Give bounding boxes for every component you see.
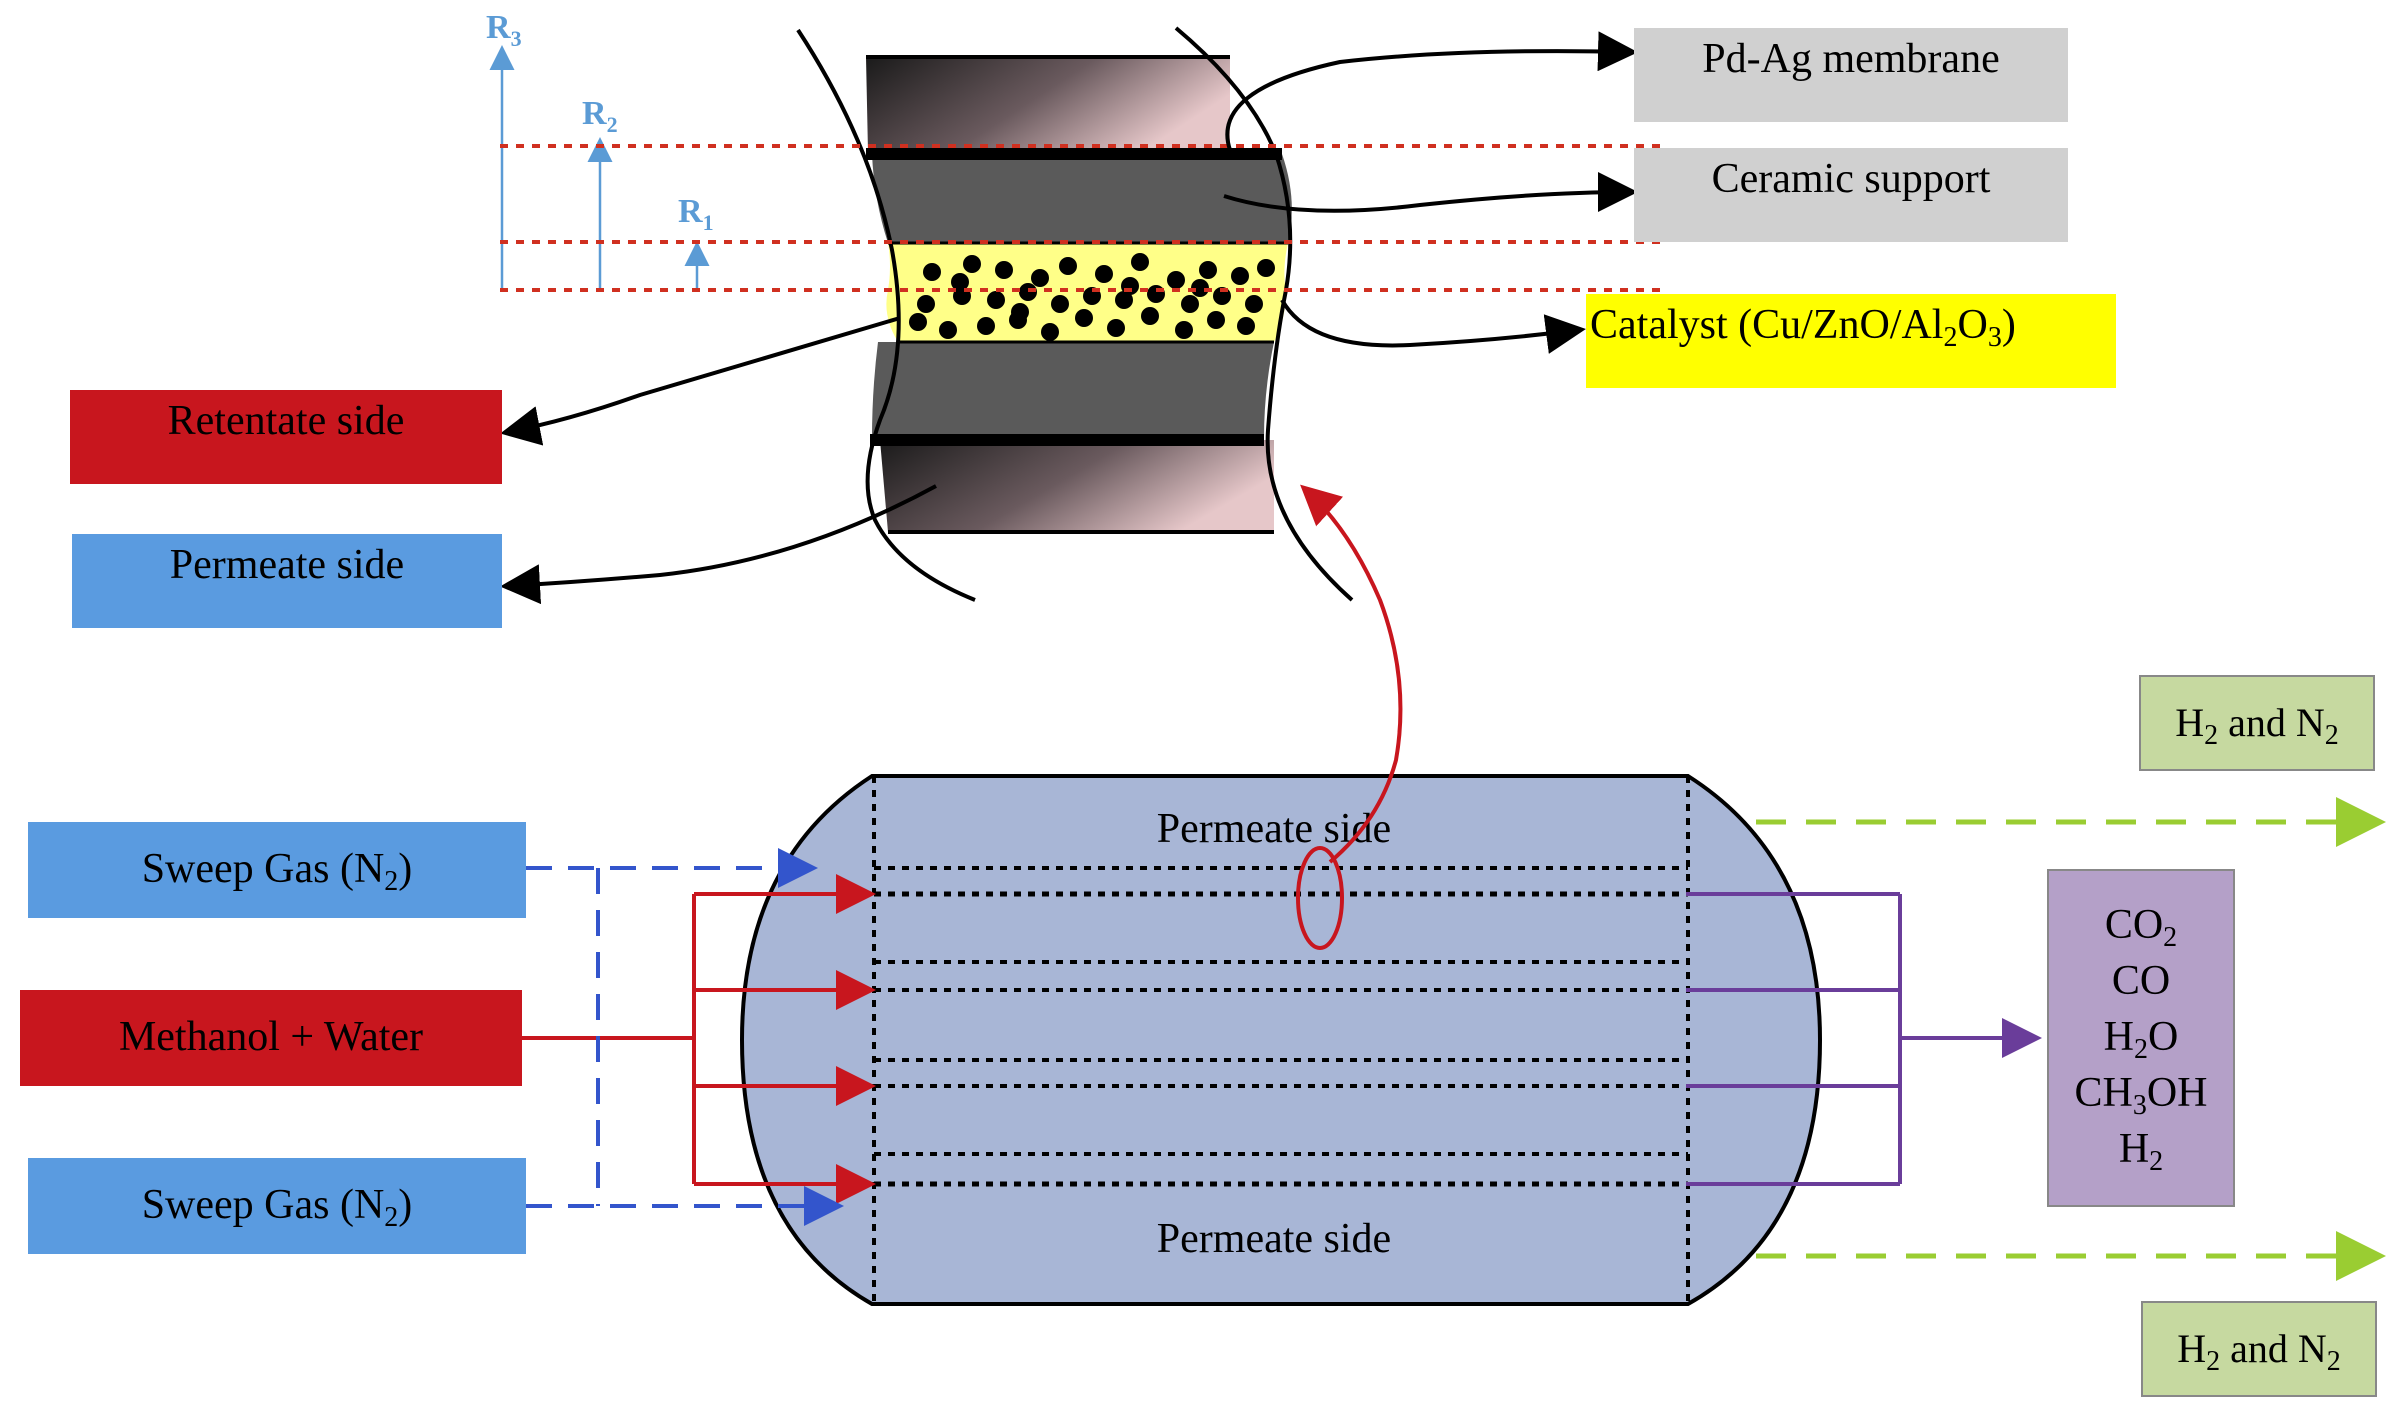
catalyst-tubes: [874, 866, 1688, 1187]
callout-arrows: [500, 31, 1638, 605]
catalyst-particle: [923, 263, 941, 281]
methanol-water-box: Methanol + Water: [20, 990, 522, 1086]
svg-text:Methanol + Water: Methanol + Water: [119, 1014, 423, 1060]
catalyst-particle: [1191, 279, 1209, 297]
radius-label-r2: R2: [582, 95, 618, 137]
catalyst-particle: [1167, 271, 1185, 289]
catalyst-particle: [1041, 323, 1059, 341]
catalyst-particle: [995, 261, 1013, 279]
arrow-to-ceramic: [1223, 172, 1638, 213]
catalyst-label: Catalyst (Cu/ZnO/Al2O3): [1586, 294, 2116, 388]
catalyst-particle: [1257, 259, 1275, 277]
sweep-gas-top-box: Sweep Gas (N2): [28, 822, 526, 918]
catalyst-particle: [1095, 265, 1113, 283]
product-ch3oh: CH3OH: [2074, 1070, 2207, 1121]
catalyst-particle: [963, 255, 981, 273]
arrow-to-pd-ag: [1225, 31, 1638, 151]
h2-n2-top-box: H2 and N2: [2139, 675, 2375, 771]
catalyst-particle: [1051, 295, 1069, 313]
catalyst-particle: [1011, 303, 1029, 321]
permeate-side-label: Permeate side: [72, 534, 502, 628]
products-box: CO2 CO H2O CH3OH H2: [2047, 869, 2235, 1207]
product-co2: CO2: [2105, 902, 2177, 953]
product-h2: H2: [2119, 1126, 2163, 1177]
radius-arrows: R3 R2 R1: [486, 9, 714, 290]
catalyst-particle: [1207, 311, 1225, 329]
catalyst-particle: [1059, 257, 1077, 275]
catalyst-particle: [1181, 295, 1199, 313]
arrow-to-retentate: [500, 316, 901, 446]
ceramic-support-layer-top: [872, 154, 1292, 243]
pd-ag-layer-bottom: [880, 440, 1274, 532]
membrane-cross-section: [796, 26, 1354, 602]
catalyst-particle: [1245, 295, 1263, 313]
feed-lines: [522, 848, 876, 1226]
svg-text:Catalyst (Cu/ZnO/Al2O3): Catalyst (Cu/ZnO/Al2O3): [1590, 302, 2016, 353]
reactor-permeate-bottom: Permeate side: [1157, 1216, 1391, 1262]
ceramic-support-layer-bottom: [872, 342, 1274, 438]
catalyst-particle: [977, 317, 995, 335]
zoom-indicator: [1296, 484, 1403, 950]
catalyst-particle: [1231, 267, 1249, 285]
sweep-gas-bottom-box: Sweep Gas (N2): [28, 1158, 526, 1254]
outlet-lines: [1686, 797, 2386, 1281]
pd-ag-layer-top: [866, 57, 1230, 152]
radius-label-r3: R3: [486, 9, 522, 51]
catalyst-particle: [1141, 307, 1159, 325]
svg-text:Permeate side: Permeate side: [170, 542, 404, 588]
svg-text:H2 and N2: H2 and N2: [2175, 700, 2339, 751]
catalyst-particle: [1107, 319, 1125, 337]
arrow-to-catalyst: [1280, 299, 1586, 354]
svg-text:Retentate side: Retentate side: [168, 398, 405, 444]
svg-text:Pd-Ag membrane: Pd-Ag membrane: [1702, 36, 1999, 82]
reactor-shell: [739, 774, 1823, 1306]
h2-n2-bottom-box: H2 and N2: [2141, 1301, 2377, 1397]
catalyst-particle: [1075, 309, 1093, 327]
section-cut-left: [796, 28, 976, 602]
catalyst-particle: [1199, 261, 1217, 279]
ceramic-support-label: Ceramic support: [1634, 148, 2068, 242]
reactor-permeate-top: Permeate side: [1157, 806, 1391, 852]
product-co: CO: [2112, 958, 2170, 1004]
svg-text:Ceramic support: Ceramic support: [1712, 156, 1991, 202]
catalyst-particle: [1115, 291, 1133, 309]
catalyst-particle: [917, 295, 935, 313]
radius-label-r1: R1: [678, 193, 714, 235]
catalyst-particle: [1121, 277, 1139, 295]
pd-ag-membrane-label: Pd-Ag membrane: [1634, 28, 2068, 122]
catalyst-particle: [1031, 269, 1049, 287]
catalyst-particle: [987, 291, 1005, 309]
catalyst-particle: [951, 273, 969, 291]
arrow-to-permeate: [500, 484, 937, 605]
catalyst-particle: [1131, 253, 1149, 271]
svg-text:Sweep Gas (N2): Sweep Gas (N2): [142, 1182, 413, 1233]
catalyst-particle: [1237, 317, 1255, 335]
retentate-side-label: Retentate side: [70, 390, 502, 484]
radius-reference-lines: [500, 144, 1666, 292]
catalyst-particle: [1147, 285, 1165, 303]
catalyst-particle: [939, 321, 957, 339]
product-h2o: H2O: [2104, 1014, 2179, 1065]
catalyst-particle: [1175, 321, 1193, 339]
svg-text:H2 and N2: H2 and N2: [2177, 1326, 2341, 1377]
reactor-vessel: Permeate side Permeate side: [739, 774, 1823, 1306]
svg-text:Sweep Gas (N2): Sweep Gas (N2): [142, 846, 413, 897]
catalyst-particle: [909, 313, 927, 331]
